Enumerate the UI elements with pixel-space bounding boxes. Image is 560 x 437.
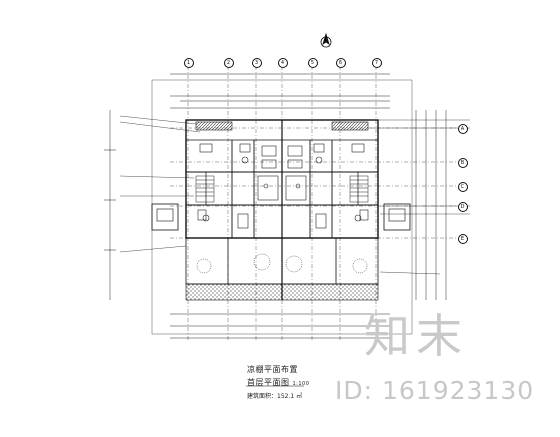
stair-right <box>349 175 369 203</box>
grid-bubble: 3 <box>251 57 262 68</box>
grid-bubble: 2 <box>223 57 234 68</box>
drawing-title: 凉棚平面布置 <box>247 365 298 374</box>
grid-bubble: 7 <box>371 57 382 68</box>
garden-plants <box>196 253 368 274</box>
grid-bubble: 5 <box>307 57 318 68</box>
side-annex-right-inner <box>388 208 406 222</box>
building-walls <box>185 119 379 300</box>
drawing-subtitle: 首层平面图 <box>247 378 290 387</box>
side-annex-left-inner <box>156 208 174 222</box>
roof-hatch-left <box>195 121 233 131</box>
top-dimension-lines <box>170 73 390 109</box>
grid-bubble: 6 <box>335 57 346 68</box>
roof-hatch-right <box>331 121 369 131</box>
right-dimension-lines <box>415 110 447 300</box>
grid-bubble: B <box>457 157 468 168</box>
grid-bubble: 4 <box>277 57 288 68</box>
side-annex-right <box>383 203 411 231</box>
bottom-dimension-lines <box>170 313 390 339</box>
grid-bubble: D <box>457 201 468 212</box>
annotation-leaders <box>119 115 470 275</box>
drawing-scale: 1:100 <box>292 381 310 387</box>
grid-bubble: E <box>457 233 468 244</box>
bathroom-fixtures <box>197 143 369 229</box>
grid-bubble: 1 <box>183 57 194 68</box>
watermark-logo: 知末 <box>364 309 468 363</box>
north-arrow-icon <box>320 32 332 48</box>
grid-bubble: A <box>457 123 468 134</box>
area-note: 建筑面积：152.1 ㎡ <box>247 393 303 400</box>
watermark-id: ID: 161923130 <box>335 376 535 405</box>
left-dimension-lines <box>104 110 116 300</box>
side-annex-left <box>151 203 179 231</box>
grid-bubble: C <box>457 181 468 192</box>
paving-strip <box>185 283 379 301</box>
stair-left <box>195 175 215 203</box>
